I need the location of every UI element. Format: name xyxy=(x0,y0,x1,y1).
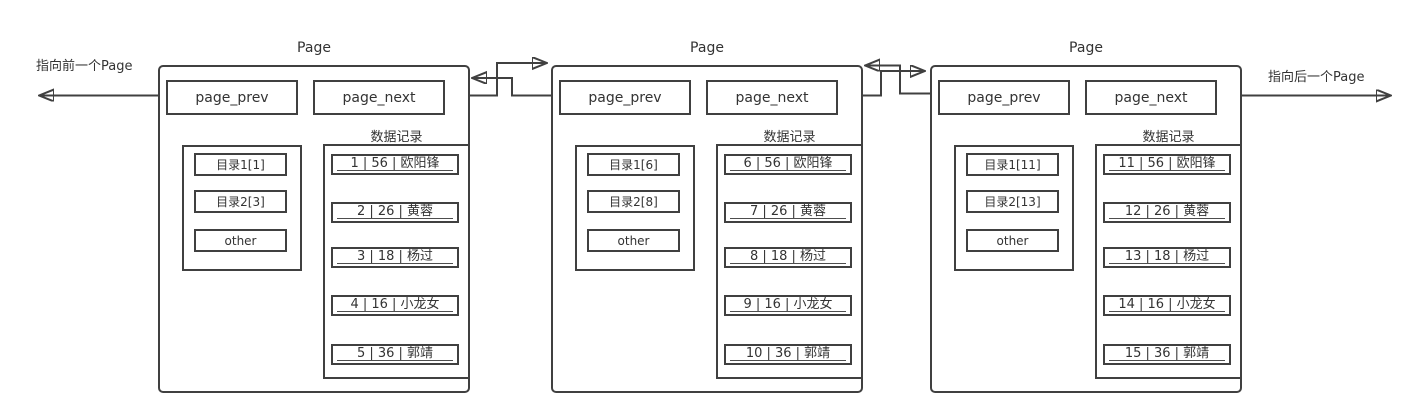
record-row: 10 | 36 | 郭靖 xyxy=(724,344,852,365)
page-title: Page xyxy=(690,40,724,56)
page2-prev-link-arrow xyxy=(473,78,557,97)
page-next-field: page_next xyxy=(1085,80,1217,115)
record-row: 14 | 16 | 小龙女 xyxy=(1103,295,1231,316)
directory-entry: other xyxy=(966,229,1059,252)
page-next-field: page_next xyxy=(313,80,445,115)
directory-entry: other xyxy=(587,229,680,252)
prev-page-arrow-label: 指向前一个Page xyxy=(36,59,133,74)
record-row: 7 | 26 | 黄蓉 xyxy=(724,202,852,223)
page-box-1: Page page_prev page_next 目录1[1] 目录2[3] o… xyxy=(158,40,470,393)
record-row: 9 | 16 | 小龙女 xyxy=(724,295,852,316)
record-row: 6 | 56 | 欧阳锋 xyxy=(724,154,852,175)
record-row: 15 | 36 | 郭靖 xyxy=(1103,344,1231,365)
page-prev-field: page_prev xyxy=(166,80,298,115)
page-prev-field: page_prev xyxy=(938,80,1070,115)
record-row: 5 | 36 | 郭靖 xyxy=(331,344,459,365)
directory-box: 目录1[11] 目录2[13] other xyxy=(954,145,1074,271)
data-records-label: 数据记录 xyxy=(763,130,816,145)
data-records-label: 数据记录 xyxy=(370,130,423,145)
directory-entry: 目录2[8] xyxy=(587,190,680,213)
directory-entry: 目录1[6] xyxy=(587,153,680,176)
directory-box: 目录1[6] 目录2[8] other xyxy=(575,145,695,271)
page-box-2: Page page_prev page_next 目录1[6] 目录2[8] o… xyxy=(551,40,863,393)
directory-entry: 目录1[1] xyxy=(194,153,287,176)
page3-prev-link-arrow xyxy=(866,66,936,95)
data-records-label: 数据记录 xyxy=(1142,130,1195,145)
page-next-field: page_next xyxy=(706,80,838,115)
page-prev-field: page_prev xyxy=(559,80,691,115)
directory-entry: 目录2[3] xyxy=(194,190,287,213)
page-box-3: Page page_prev page_next 目录1[11] 目录2[13]… xyxy=(930,40,1242,393)
page-title: Page xyxy=(1069,40,1103,56)
directory-entry: 目录1[11] xyxy=(966,153,1059,176)
page-title: Page xyxy=(297,40,331,56)
record-row: 11 | 56 | 欧阳锋 xyxy=(1103,154,1231,175)
directory-entry: 目录2[13] xyxy=(966,190,1059,213)
record-row: 3 | 18 | 杨过 xyxy=(331,247,459,268)
directory-entry: other xyxy=(194,229,287,252)
data-records-box: 1 | 56 | 欧阳锋 2 | 26 | 黄蓉 3 | 18 | 杨过 4 |… xyxy=(323,144,470,379)
data-records-box: 11 | 56 | 欧阳锋 12 | 26 | 黄蓉 13 | 18 | 杨过 … xyxy=(1095,144,1242,379)
data-records-box: 6 | 56 | 欧阳锋 7 | 26 | 黄蓉 8 | 18 | 杨过 9 |… xyxy=(716,144,863,379)
record-row: 12 | 26 | 黄蓉 xyxy=(1103,202,1231,223)
directory-box: 目录1[1] 目录2[3] other xyxy=(182,145,302,271)
record-row: 4 | 16 | 小龙女 xyxy=(331,295,459,316)
record-row: 1 | 56 | 欧阳锋 xyxy=(331,154,459,175)
next-page-arrow-label: 指向后一个Page xyxy=(1268,70,1365,85)
record-row: 13 | 18 | 杨过 xyxy=(1103,247,1231,268)
record-row: 2 | 26 | 黄蓉 xyxy=(331,202,459,223)
record-row: 8 | 18 | 杨过 xyxy=(724,247,852,268)
